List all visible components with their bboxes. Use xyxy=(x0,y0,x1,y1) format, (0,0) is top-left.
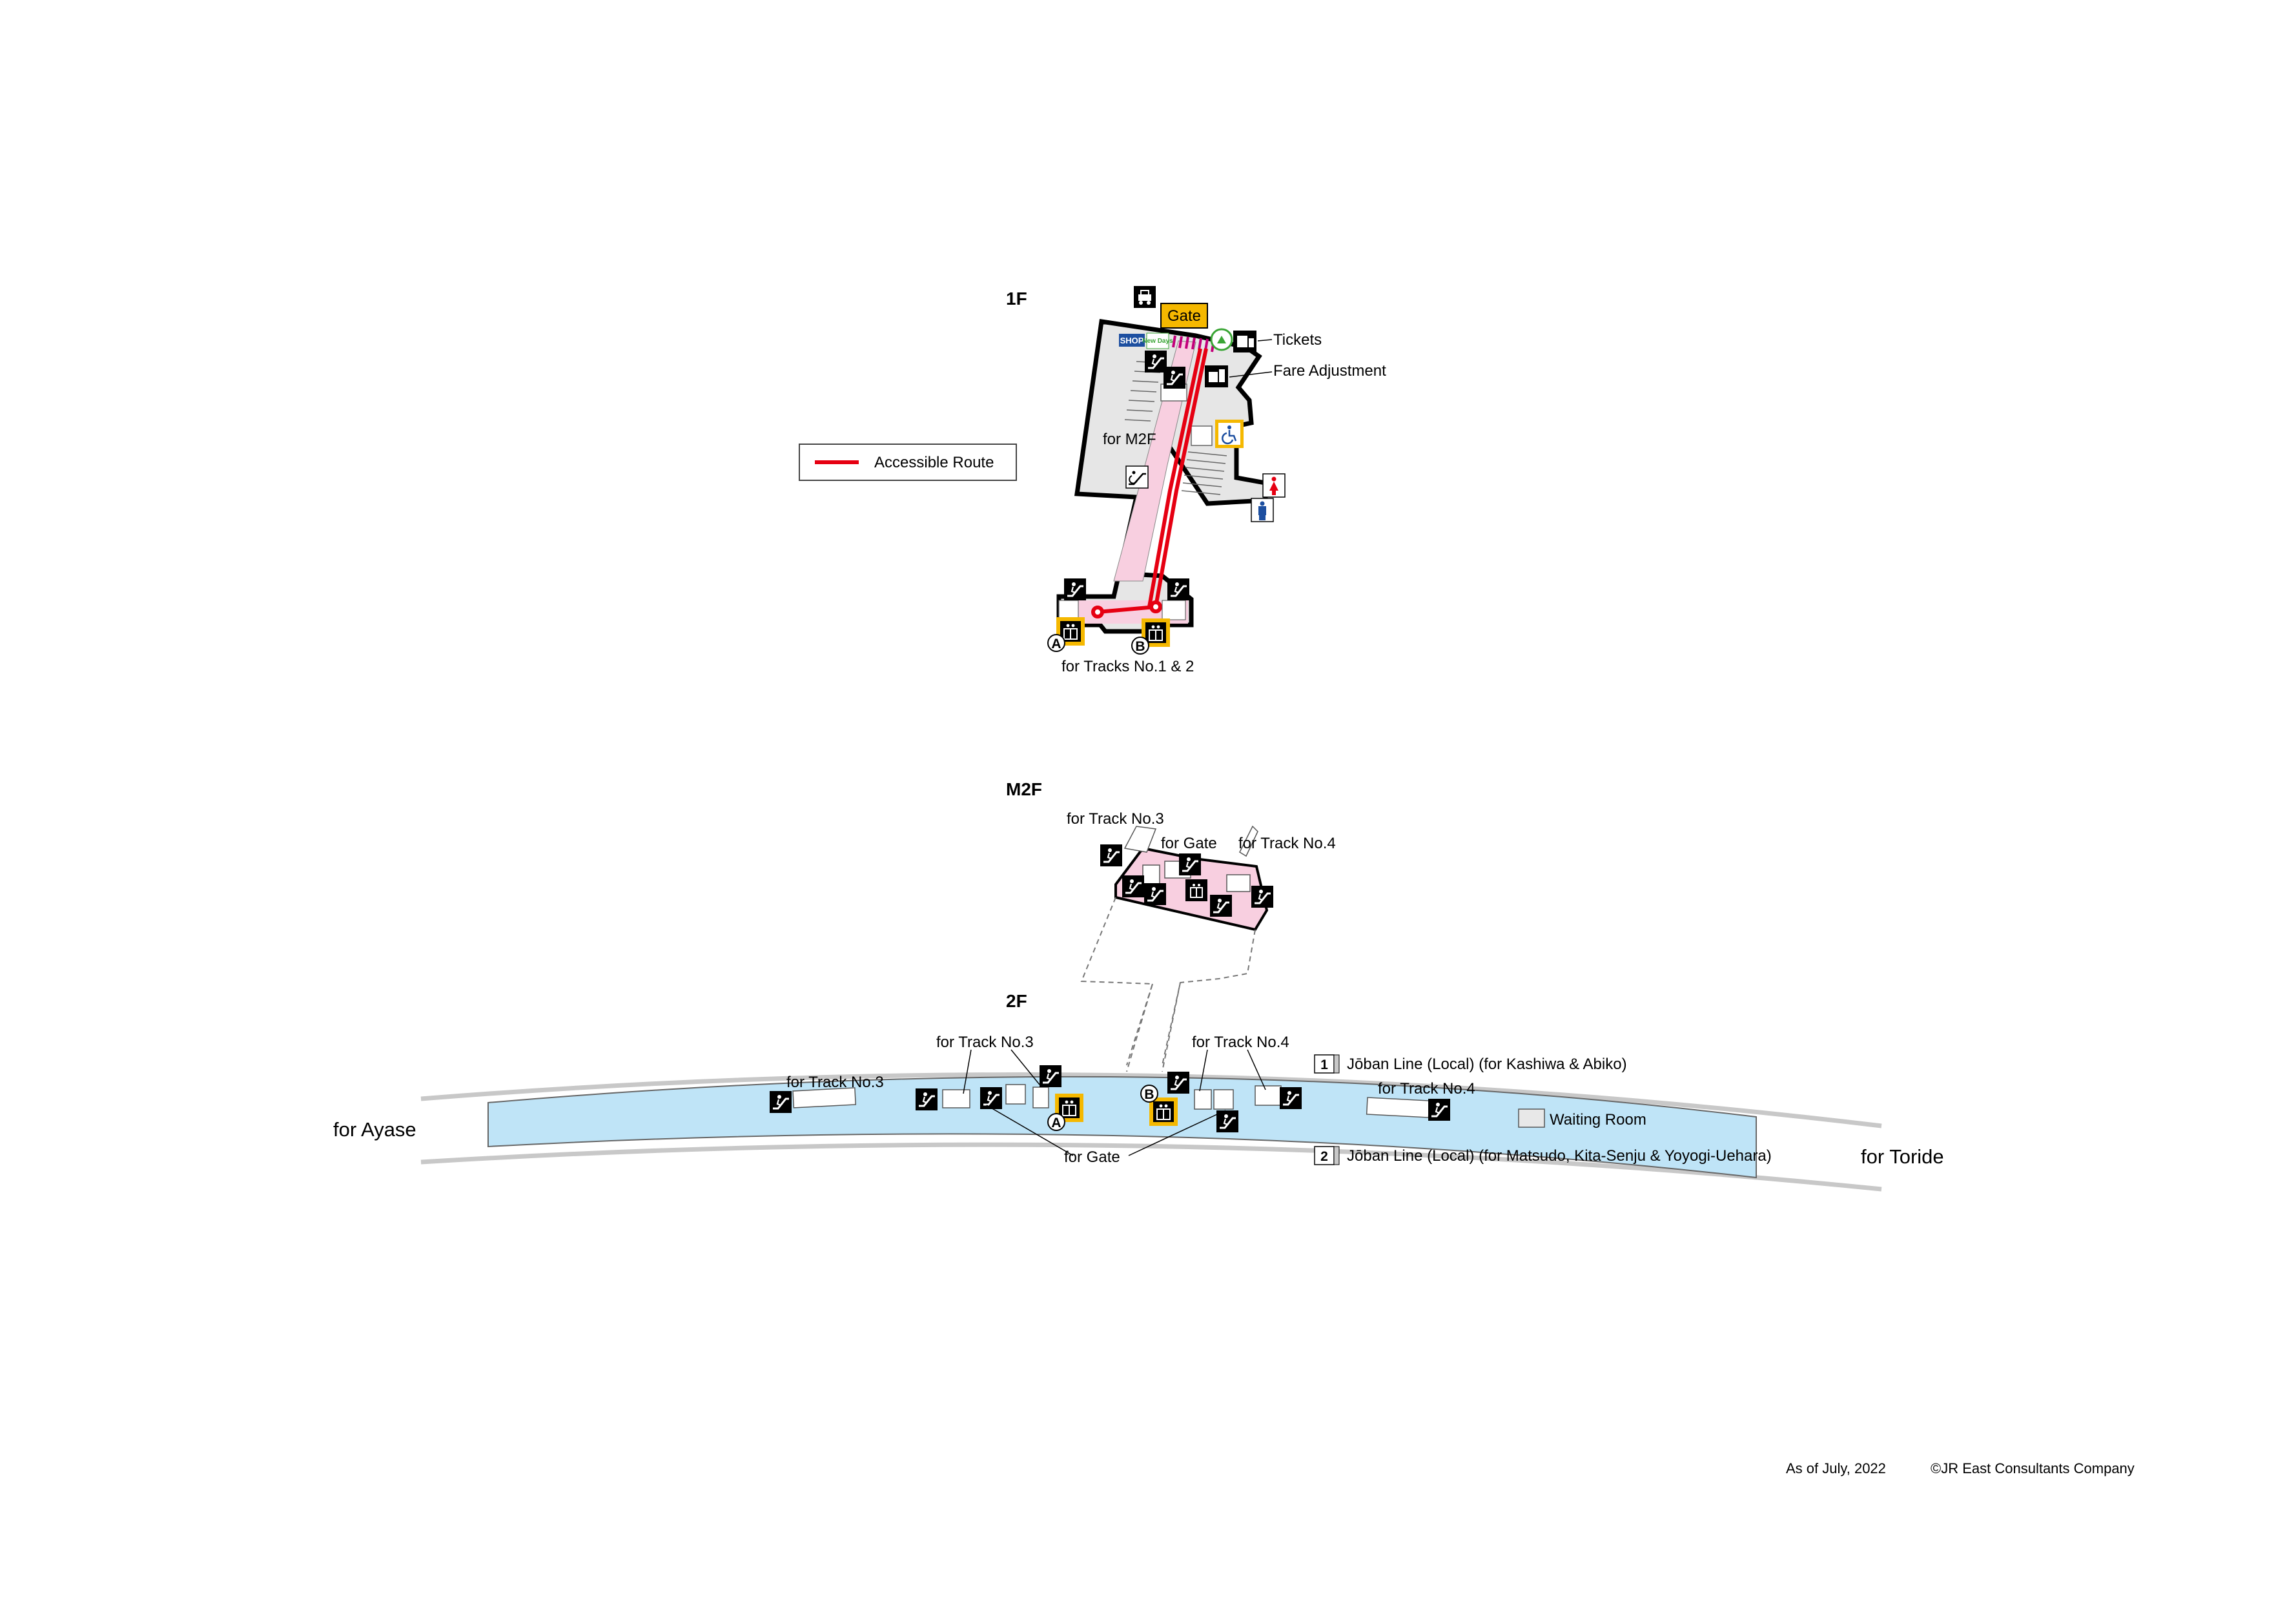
for-toride-label: for Toride xyxy=(1861,1145,1944,1168)
escalator-icon xyxy=(1038,1064,1063,1088)
tickets-label: Tickets xyxy=(1273,331,1322,349)
m2f-for-track-4-label: for Track No.4 xyxy=(1238,835,1336,852)
ticket-office-icon xyxy=(1210,328,1233,351)
track-1-label: 1 Jōban Line (Local) (for Kashiwa & Abik… xyxy=(1314,1054,1627,1074)
gate-label: Gate xyxy=(1167,307,1201,325)
taxi-icon xyxy=(1134,286,1156,308)
for-m2f-label: for M2F xyxy=(1103,431,1156,448)
elevator-a-label-2f: A xyxy=(1051,1116,1061,1130)
escalator-icon xyxy=(979,1086,1003,1110)
leader-lines-2f xyxy=(963,1049,1266,1156)
floor-label-m2f: M2F xyxy=(1006,779,1042,799)
wheelchair-icon xyxy=(1215,420,1244,448)
legend: Accessible Route xyxy=(799,444,1017,481)
escalator-icon xyxy=(1166,1070,1191,1095)
track-2-number: 2 xyxy=(1320,1149,1328,1164)
track-line-upper xyxy=(420,1072,1882,1128)
waiting-room-box xyxy=(1518,1108,1545,1128)
escalator-icon xyxy=(1143,349,1168,374)
floor-2f: 2F xyxy=(333,982,1944,1192)
waiting-room-label: Waiting Room xyxy=(1550,1111,1646,1128)
escalator-icon xyxy=(1143,882,1167,906)
escalator-icon xyxy=(1427,1097,1451,1122)
floor-label-1f: 1F xyxy=(1006,289,1027,309)
2f-for-track-3-left: for Track No.3 xyxy=(786,1074,884,1091)
newdays-icon: New Days xyxy=(1142,332,1173,349)
track-line-lower xyxy=(420,1142,1882,1192)
escalator-icon xyxy=(1209,893,1233,918)
escalator-icon xyxy=(1063,577,1087,602)
accessible-route-1f xyxy=(1091,348,1208,618)
elevator-b-marker: B xyxy=(1131,637,1149,655)
legend-label: Accessible Route xyxy=(874,454,994,471)
track-1-text: Jōban Line (Local) (for Kashiwa & Abiko) xyxy=(1347,1056,1627,1073)
m2f-for-gate-label: for Gate xyxy=(1161,835,1217,852)
2f-for-track-3-upper: for Track No.3 xyxy=(936,1034,1034,1051)
elevator-a-marker-2f: A xyxy=(1047,1113,1065,1131)
toilet-men-icon xyxy=(1251,498,1274,522)
escalator-icon xyxy=(1166,577,1191,602)
m2f-for-track-3-label: for Track No.3 xyxy=(1067,810,1164,828)
ticket-machine-icon xyxy=(1233,331,1256,352)
escalator-icon xyxy=(1099,843,1123,868)
2f-for-track-4-upper: for Track No.4 xyxy=(1192,1034,1289,1051)
2f-for-gate: for Gate xyxy=(1064,1148,1120,1166)
escalator-icon xyxy=(914,1087,939,1112)
elevator-b-label: B xyxy=(1135,639,1145,654)
floor-label-2f: 2F xyxy=(1006,991,1027,1011)
connector-dashed-2f xyxy=(1126,982,1181,1072)
gate-sign: Gate xyxy=(1160,303,1208,329)
escalator-icon xyxy=(1215,1109,1240,1134)
elevator-a-label: A xyxy=(1051,637,1061,651)
footer: As of July, 2022 ©JR East Consultants Co… xyxy=(1786,1460,2135,1476)
shop-icon: SHOP xyxy=(1119,334,1145,347)
fare-adjustment-icon xyxy=(1205,365,1228,387)
elevator-b-marker-2f: B xyxy=(1140,1085,1158,1103)
2f-for-track-4-right: for Track No.4 xyxy=(1378,1080,1475,1097)
floor-m2f: M2F for Track No.3 for Gate for Track No… xyxy=(1006,779,1336,1066)
track-2-label: 2 Jōban Line (Local) (for Matsudo, Kita-… xyxy=(1314,1146,1772,1165)
escalator-icon xyxy=(768,1090,793,1114)
floor-1f: 1F xyxy=(1006,286,1386,675)
escalator-icon xyxy=(1121,874,1145,899)
toilet-women-icon xyxy=(1262,473,1286,498)
shop-label: SHOP xyxy=(1120,336,1144,345)
for-ayase-label: for Ayase xyxy=(333,1118,416,1141)
track-2-text: Jōban Line (Local) (for Matsudo, Kita-Se… xyxy=(1347,1147,1772,1165)
escalator-icon xyxy=(1250,884,1275,909)
track-1-number: 1 xyxy=(1320,1057,1328,1072)
elevator-icon xyxy=(1185,879,1208,902)
for-tracks-1-2-label: for Tracks No.1 & 2 xyxy=(1061,658,1194,675)
escalator-icon xyxy=(1278,1086,1303,1110)
elevator-b-label-2f: B xyxy=(1144,1087,1154,1102)
elevator-a-marker: A xyxy=(1047,634,1065,652)
wheelchair-escalator-icon xyxy=(1125,465,1149,489)
fare-adjustment-label: Fare Adjustment xyxy=(1273,362,1386,380)
as-of-text: As of July, 2022 xyxy=(1786,1460,1886,1476)
stairs-2f xyxy=(792,1084,1545,1128)
escalator-icon xyxy=(1178,852,1202,877)
newdays-label: New Days xyxy=(1142,338,1173,345)
copyright-text: ©JR East Consultants Company xyxy=(1931,1460,2135,1476)
escalator-icon xyxy=(1162,365,1187,390)
